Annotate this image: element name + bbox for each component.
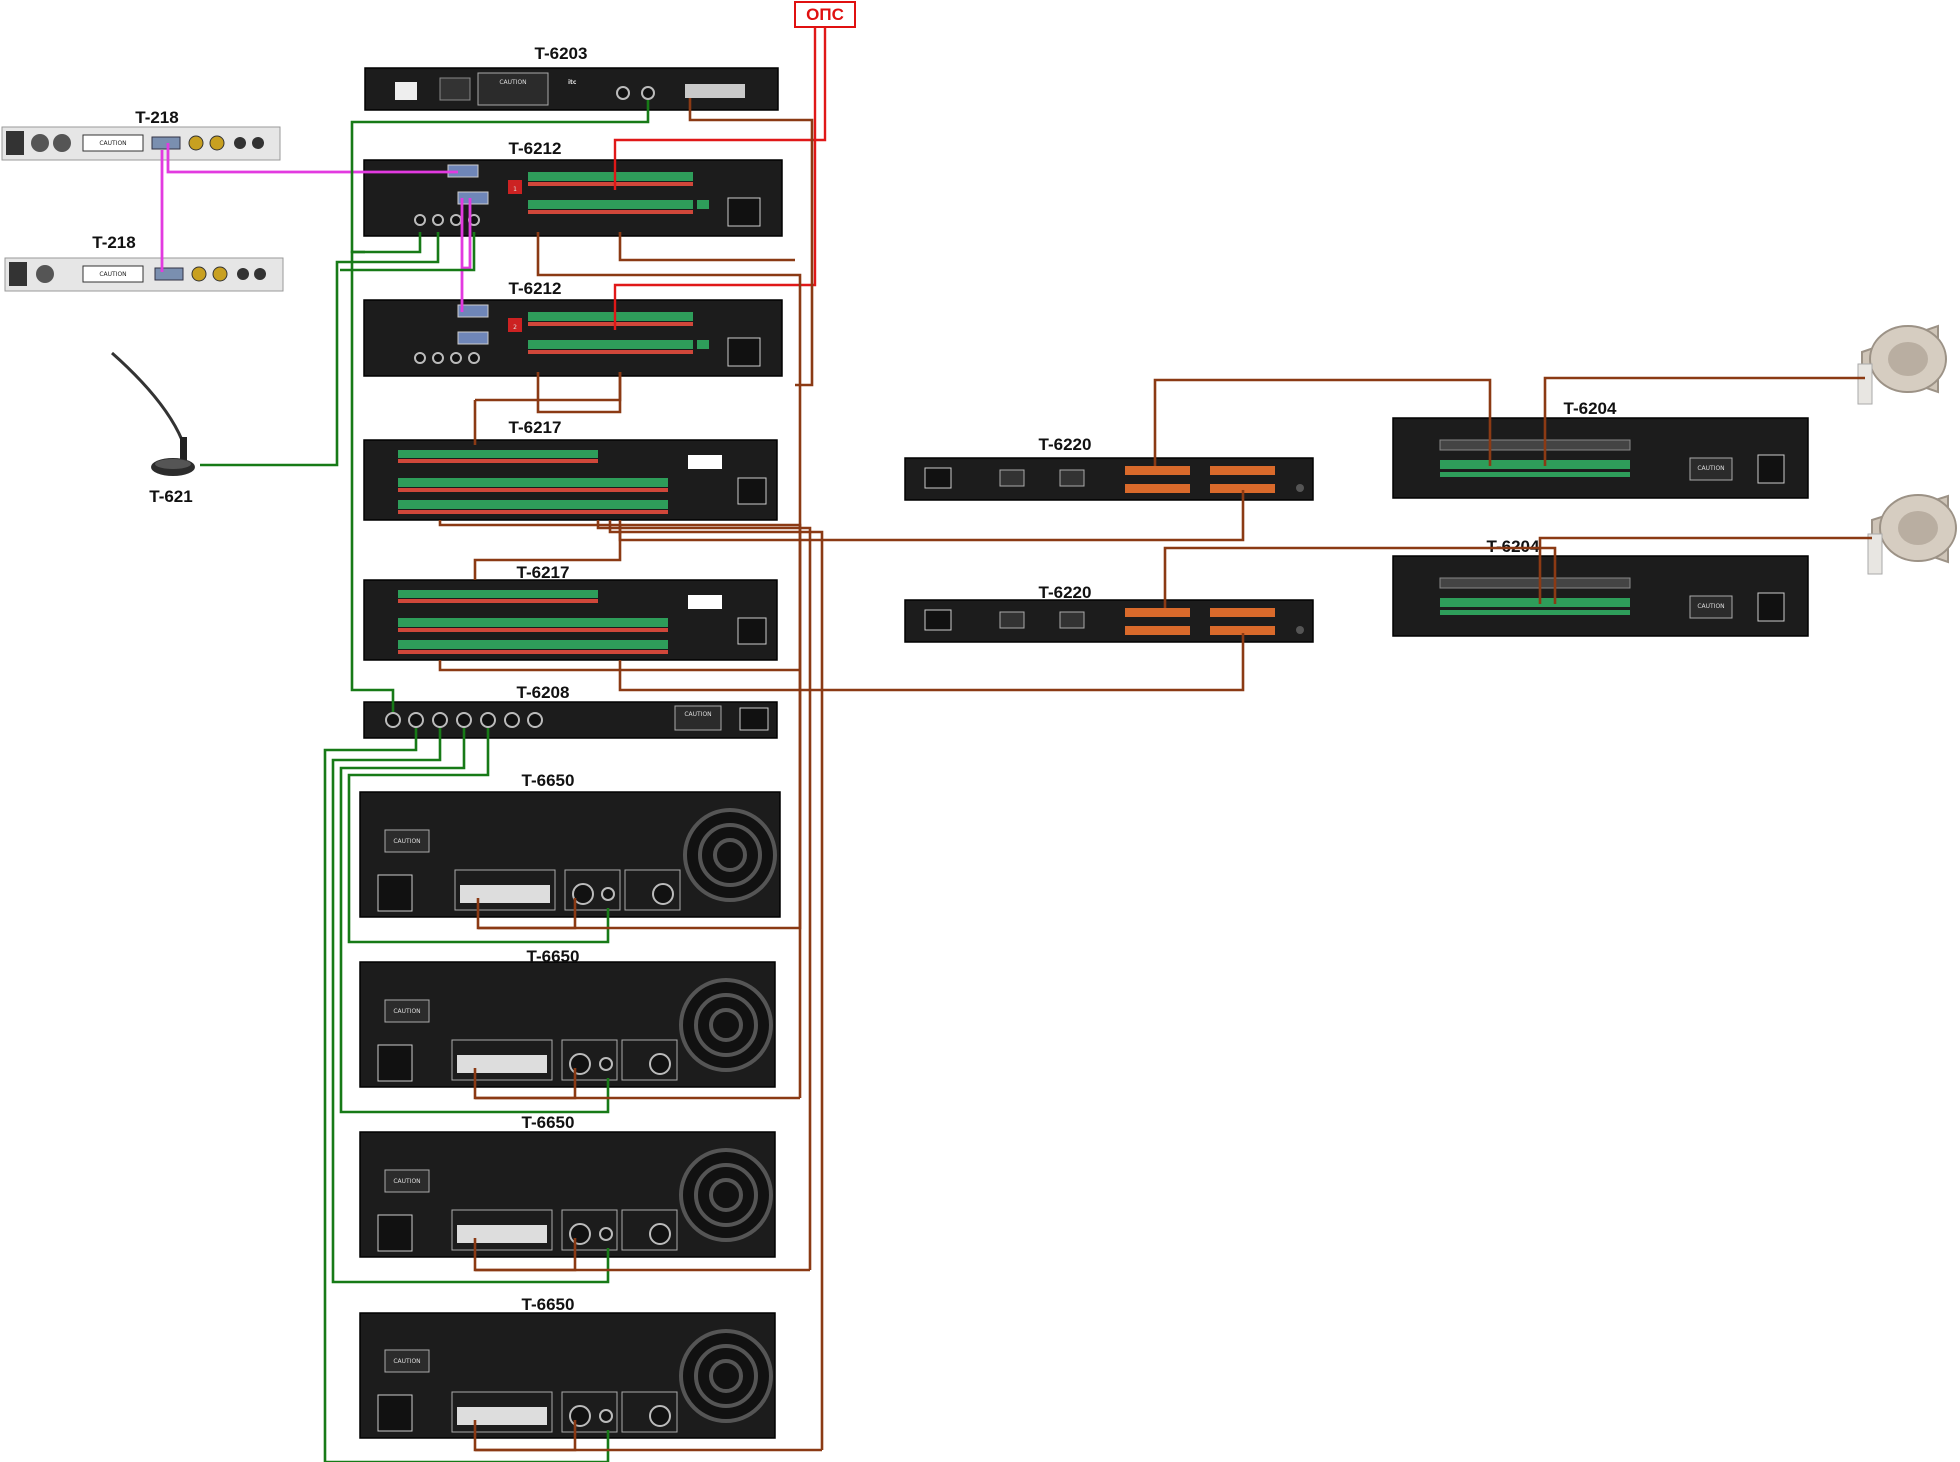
t218-b-label: T-218 xyxy=(92,233,135,252)
t6212-b-unit-no: 2 xyxy=(513,324,517,331)
t6650-a-caution: CAUTION xyxy=(393,838,420,845)
t6203-caution: CAUTION xyxy=(499,79,526,86)
t6217-a-label: T-6217 xyxy=(509,418,562,437)
t6217-a-unit: T-6217 xyxy=(363,418,778,521)
t6212-b-unit: 2 T-6212 xyxy=(363,279,783,377)
t6204-a-label: T-6204 xyxy=(1564,399,1617,418)
t6212-b-label: T-6212 xyxy=(509,279,562,298)
ops-alarm-box: ОПС xyxy=(794,1,856,28)
t6650-d-unit: CAUTION T-6650 xyxy=(359,1295,776,1439)
t6650-a-label: T-6650 xyxy=(522,771,575,790)
t6650-b-unit: CAUTION T-6650 xyxy=(359,947,776,1088)
t6212-a-unit: 1 T-6212 xyxy=(363,139,783,237)
t6220-a-unit: T-6220 xyxy=(904,435,1314,501)
t6217-b-label: T-6217 xyxy=(517,563,570,582)
t6220-a-label: T-6220 xyxy=(1039,435,1092,454)
data-wires xyxy=(160,143,472,312)
t621-label: T-621 xyxy=(149,487,192,506)
t6208-caution: CAUTION xyxy=(684,711,711,718)
t6204-b-unit: CAUTION T-6204 xyxy=(1392,537,1809,637)
t6203-label: T-6203 xyxy=(535,44,588,63)
t6650-b-label: T-6650 xyxy=(527,947,580,966)
audio-wires xyxy=(200,100,650,1462)
control-wires xyxy=(438,98,1872,1452)
t218-a-unit: CAUTION T-218 xyxy=(1,108,281,161)
t6220-b-label: T-6220 xyxy=(1039,583,1092,602)
t6650-c-unit: CAUTION T-6650 xyxy=(359,1113,776,1258)
t6650-d-label: T-6650 xyxy=(522,1295,575,1314)
alarm-wires xyxy=(613,27,827,330)
t218-a-caution: CAUTION xyxy=(99,140,126,147)
t6204-b-caution: CAUTION xyxy=(1697,603,1724,610)
t6204-a-caution: CAUTION xyxy=(1697,465,1724,472)
t6212-a-label: T-6212 xyxy=(509,139,562,158)
t621-microphone: T-621 xyxy=(111,351,195,506)
horn-speaker-a xyxy=(1857,324,1947,405)
t6650-b-caution: CAUTION xyxy=(393,1008,420,1015)
t6650-d-caution: CAUTION xyxy=(393,1358,420,1365)
itc-logo: itc xyxy=(568,79,577,86)
t6208-label: T-6208 xyxy=(517,683,570,702)
t6204-a-unit: CAUTION T-6204 xyxy=(1392,399,1809,499)
t6650-c-label: T-6650 xyxy=(522,1113,575,1132)
t218-a-label: T-218 xyxy=(135,108,178,127)
t6204-b-label: T-6204 xyxy=(1487,537,1540,556)
t6217-b-unit: T-6217 xyxy=(363,563,778,661)
t218-b-caution: CAUTION xyxy=(99,271,126,278)
t6220-b-unit: T-6220 xyxy=(904,583,1314,643)
t218-b-unit: CAUTION T-218 xyxy=(4,233,284,292)
t6212-a-unit-no: 1 xyxy=(513,186,517,193)
t6208-unit: CAUTION T-6208 xyxy=(363,683,778,739)
t6203-unit: CAUTION itc T-6203 xyxy=(364,44,779,111)
t6650-c-caution: CAUTION xyxy=(393,1178,420,1185)
ops-label: ОПС xyxy=(806,5,844,24)
t6650-a-unit: CAUTION T-6650 xyxy=(359,771,781,918)
horn-speaker-b xyxy=(1867,494,1957,575)
